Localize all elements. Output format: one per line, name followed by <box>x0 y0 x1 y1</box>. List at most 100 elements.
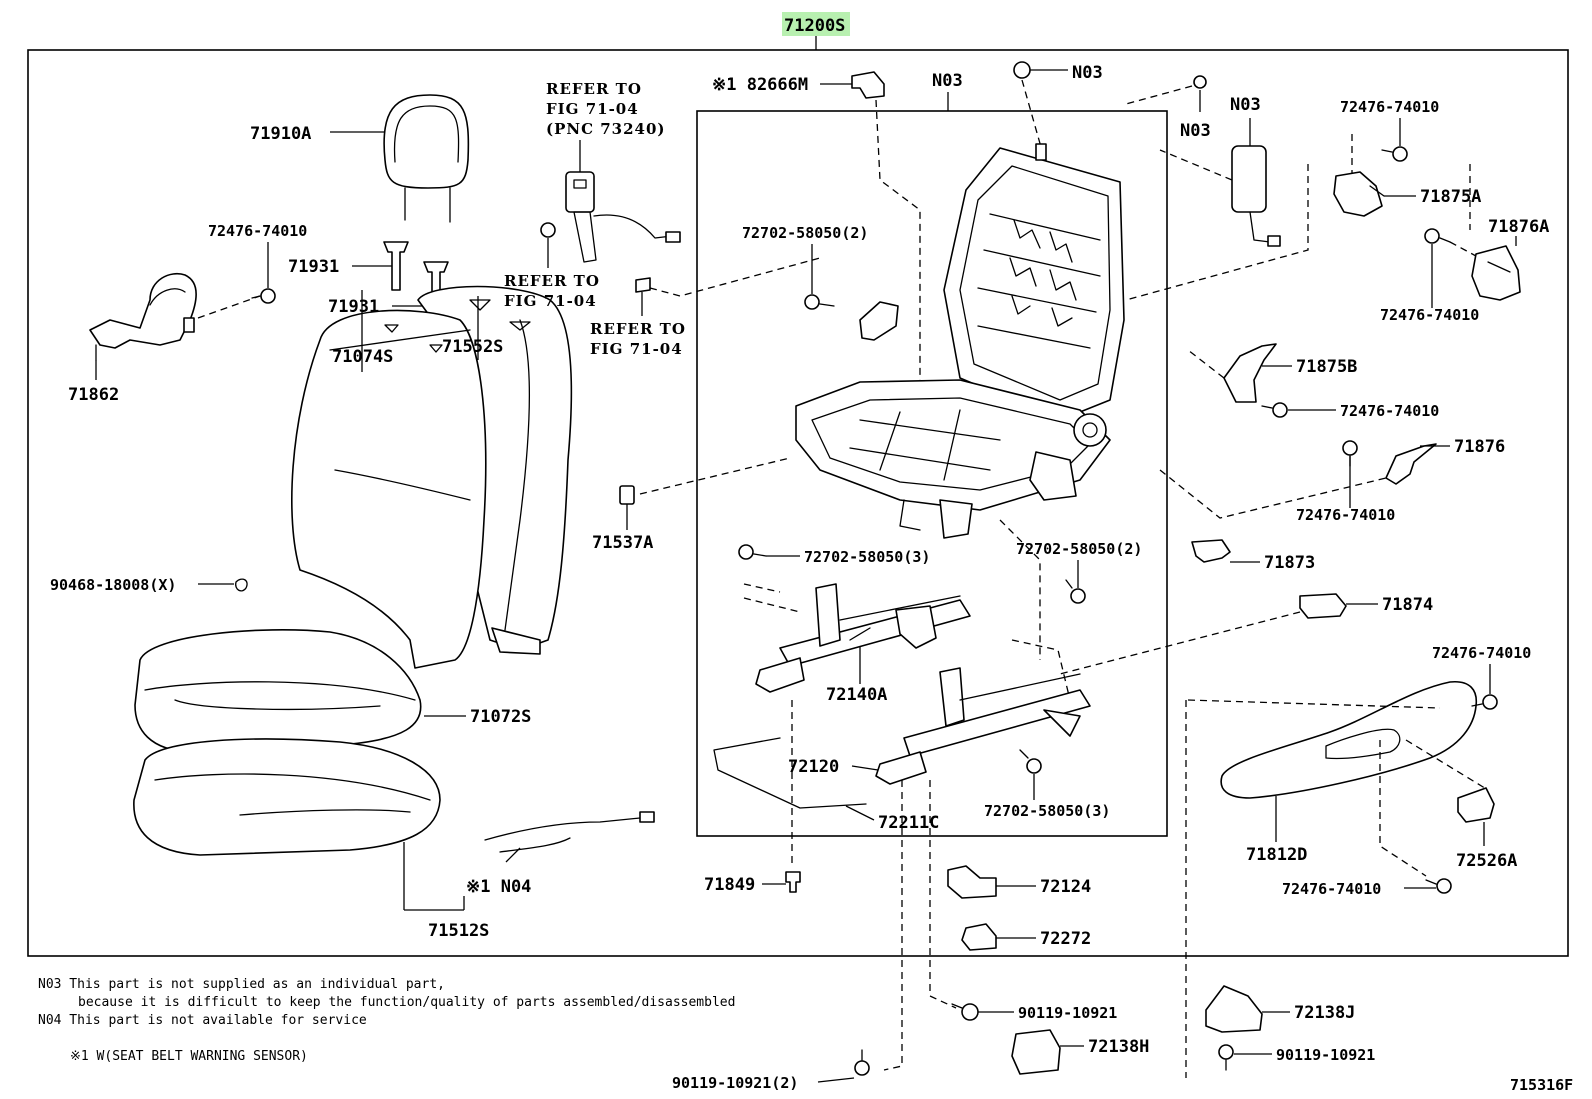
cover-71876A[interactable] <box>1471 245 1521 301</box>
label-72702-d[interactable]: 72702-58050(3) <box>984 802 1110 820</box>
label-72702-a[interactable]: 72702-58050(2) <box>742 224 868 242</box>
bolt-90119-c[interactable] <box>1218 1044 1234 1071</box>
label-72476-875B[interactable]: 72476-74010 <box>1340 402 1439 420</box>
screw-72476-bottom[interactable] <box>1425 878 1452 894</box>
label-72124[interactable]: 72124 <box>1040 877 1091 897</box>
label-71873[interactable]: 71873 <box>1264 553 1315 573</box>
label-72476-top[interactable]: 72476-74010 <box>1340 98 1439 116</box>
label-71537A[interactable]: 71537A <box>592 533 653 553</box>
pin-71849[interactable] <box>785 871 801 893</box>
ref3-line1[interactable]: REFER TO <box>590 320 686 338</box>
label-N03-top[interactable]: N03 <box>1072 63 1103 83</box>
label-72476-876[interactable]: 72476-74010 <box>1296 506 1395 524</box>
bracket-frame-left[interactable] <box>859 301 899 341</box>
headrest-guide-71931-a[interactable] <box>383 241 409 291</box>
buckle-bolt[interactable] <box>540 222 556 238</box>
seatback-cover-71074S[interactable] <box>291 309 487 669</box>
bolt-90119-b[interactable] <box>854 1049 870 1076</box>
bolt-72702-c[interactable] <box>1065 579 1086 604</box>
label-N04[interactable]: ※1 N04 <box>466 877 531 897</box>
label-82666M[interactable]: ※1 82666M <box>712 75 808 95</box>
label-71875B[interactable]: 71875B <box>1296 357 1357 377</box>
label-N03-frame[interactable]: N03 <box>932 71 963 91</box>
seat-belt-buckle[interactable] <box>565 171 681 263</box>
seat-cushion-cover-71072S[interactable] <box>134 629 422 753</box>
label-71876A[interactable]: 71876A <box>1488 217 1549 237</box>
seat-track-72140A[interactable] <box>755 583 971 693</box>
ref1-line3[interactable]: (PNC 73240) <box>546 120 666 138</box>
nut-N03-b[interactable] <box>1193 75 1207 89</box>
label-72702-c[interactable]: 72702-58050(2) <box>1016 540 1142 558</box>
sensor-harness-N04[interactable] <box>484 811 655 853</box>
bolt-72702-a[interactable] <box>804 294 835 310</box>
headrest-71910A[interactable] <box>383 94 470 223</box>
label-72120[interactable]: 72120 <box>788 757 839 777</box>
cover-71875A[interactable] <box>1333 171 1385 217</box>
bolt-72702-d[interactable] <box>1019 749 1042 774</box>
nut-N03-top[interactable] <box>1013 61 1031 79</box>
screw-72476-876A[interactable] <box>1424 228 1451 244</box>
lever-71876[interactable] <box>1385 443 1437 485</box>
label-71812D[interactable]: 71812D <box>1246 845 1307 865</box>
label-71875A[interactable]: 71875A <box>1420 187 1481 207</box>
label-71931-a[interactable]: 71931 <box>288 257 339 277</box>
part-72124[interactable] <box>947 865 997 899</box>
bolt-90119-a[interactable] <box>951 1003 979 1021</box>
label-90119-b[interactable]: 90119-10921(2) <box>672 1074 798 1092</box>
side-trim-71812D[interactable] <box>1220 681 1478 799</box>
label-71910A[interactable]: 71910A <box>250 124 311 144</box>
bracket-82666M[interactable] <box>851 71 885 99</box>
spacer-71537A[interactable] <box>619 485 635 505</box>
seat-cushion-pad-71512S[interactable] <box>133 738 441 856</box>
label-71072S[interactable]: 71072S <box>470 707 531 727</box>
label-71874[interactable]: 71874 <box>1382 595 1433 615</box>
label-72272[interactable]: 72272 <box>1040 929 1091 949</box>
knob-72526A[interactable] <box>1457 787 1495 823</box>
assembly-code[interactable]: 71200S <box>784 16 845 36</box>
screw-72476-812[interactable] <box>1471 694 1498 710</box>
ref3-line2[interactable]: FIG 71-04 <box>590 340 683 358</box>
label-71552S[interactable]: 71552S <box>442 337 503 357</box>
label-90468[interactable]: 90468-18008(X) <box>50 576 176 594</box>
bracket-71875B[interactable] <box>1223 343 1277 403</box>
buckle-nut[interactable] <box>635 277 651 293</box>
screw-72476-875B[interactable] <box>1261 402 1288 418</box>
label-N03-b[interactable]: N03 <box>1180 121 1211 141</box>
clip-90468[interactable] <box>235 578 248 592</box>
ref2-line1[interactable]: REFER TO <box>504 272 600 290</box>
label-72476-812[interactable]: 72476-74010 <box>1432 644 1531 662</box>
side-cover-71862[interactable] <box>89 273 197 361</box>
ref1-line1[interactable]: REFER TO <box>546 80 642 98</box>
label-N03-a[interactable]: N03 <box>1230 95 1261 115</box>
label-71074S[interactable]: 71074S <box>332 347 393 367</box>
label-71876[interactable]: 71876 <box>1454 437 1505 457</box>
label-71512S[interactable]: 71512S <box>428 921 489 941</box>
part-71874[interactable] <box>1299 593 1347 619</box>
bolt-72702-b[interactable] <box>738 544 767 560</box>
seat-track-72120[interactable] <box>875 667 1091 785</box>
label-90119-a[interactable]: 90119-10921 <box>1018 1004 1117 1022</box>
screw-72476-top[interactable] <box>1381 146 1408 162</box>
label-72476-876A[interactable]: 72476-74010 <box>1380 306 1479 324</box>
label-72138H[interactable]: 72138H <box>1088 1037 1149 1057</box>
label-71849[interactable]: 71849 <box>704 875 755 895</box>
label-72702-b[interactable]: 72702-58050(3) <box>804 548 930 566</box>
label-90119-c[interactable]: 90119-10921 <box>1276 1046 1375 1064</box>
label-71862[interactable]: 71862 <box>68 385 119 405</box>
cover-72138H[interactable] <box>1011 1029 1061 1075</box>
ref1-line2[interactable]: FIG 71-04 <box>546 100 639 118</box>
airbag-module-N03[interactable] <box>1231 145 1281 247</box>
cover-72138J[interactable] <box>1205 985 1263 1033</box>
label-72476-bottom[interactable]: 72476-74010 <box>1282 880 1381 898</box>
label-72140A[interactable]: 72140A <box>826 685 887 705</box>
part-71873[interactable] <box>1191 539 1231 563</box>
ref2-line2[interactable]: FIG 71-04 <box>504 292 597 310</box>
seat-frame-N03[interactable] <box>795 143 1125 539</box>
screw-72476-headrest[interactable] <box>251 288 276 304</box>
label-72526A[interactable]: 72526A <box>1456 851 1517 871</box>
label-72211C[interactable]: 72211C <box>878 813 939 833</box>
label-72138J[interactable]: 72138J <box>1294 1003 1355 1023</box>
label-72476-headrest[interactable]: 72476-74010 <box>208 222 307 240</box>
wire-72211C[interactable] <box>713 737 867 809</box>
part-72272[interactable] <box>961 923 997 951</box>
